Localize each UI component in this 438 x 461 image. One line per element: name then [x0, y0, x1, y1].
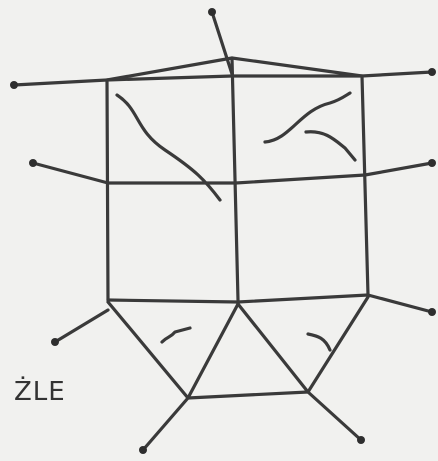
top-antenna-dot	[208, 8, 216, 16]
zle-label: ŻLE	[14, 375, 66, 407]
top-crossbar-right-dot	[428, 68, 436, 76]
upper-box-left-edge	[107, 80, 108, 300]
bottom-right-leg-dot	[357, 436, 365, 444]
bottom-left-leg-dot	[139, 446, 147, 454]
middle-crossbar-left-dot	[29, 159, 37, 167]
top-crossbar-left-dot	[10, 81, 18, 89]
lower-right-arm-dot	[428, 308, 436, 316]
middle-crossbar-right-dot	[428, 159, 436, 167]
lower-left-arm-dot	[51, 338, 59, 346]
